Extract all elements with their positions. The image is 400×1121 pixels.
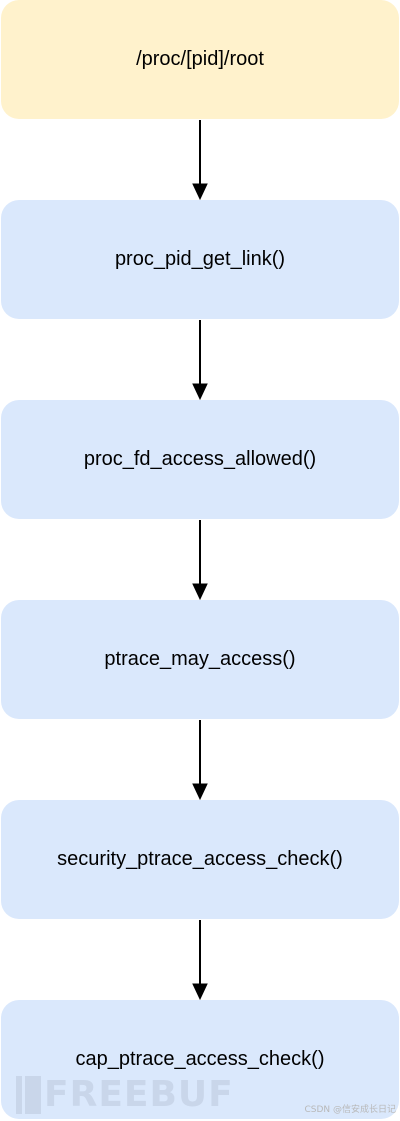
node-label: /proc/[pid]/root — [136, 48, 264, 70]
node-proc-fd-access-allowed: proc_fd_access_allowed() — [1, 400, 399, 519]
watermark-logo-icon — [16, 1076, 41, 1114]
node-label: proc_pid_get_link() — [114, 248, 286, 270]
arrow-1 — [192, 120, 208, 201]
node-label: cap_ptrace_access_check() — [75, 1048, 325, 1070]
arrow-4 — [192, 720, 208, 801]
arrow-3 — [192, 520, 208, 601]
node-proc-pid-get-link: proc_pid_get_link() — [1, 200, 399, 319]
node-label: proc_fd_access_allowed() — [83, 448, 317, 470]
credit-text: CSDN @信安成长日记 — [304, 1105, 396, 1115]
watermark-text: FREEBUF — [44, 1074, 234, 1115]
node-ptrace-may-access: ptrace_may_access() — [1, 600, 399, 719]
node-label: ptrace_may_access() — [104, 648, 296, 670]
arrow-2 — [192, 320, 208, 401]
node-cap-ptrace-access-check: cap_ptrace_access_check() — [1, 1000, 399, 1119]
node-label: security_ptrace_access_check() — [57, 848, 343, 870]
node-security-ptrace-access-check: security_ptrace_access_check() — [1, 800, 399, 919]
arrow-5 — [192, 920, 208, 1001]
node-proc-pid-root: /proc/[pid]/root — [1, 0, 399, 119]
